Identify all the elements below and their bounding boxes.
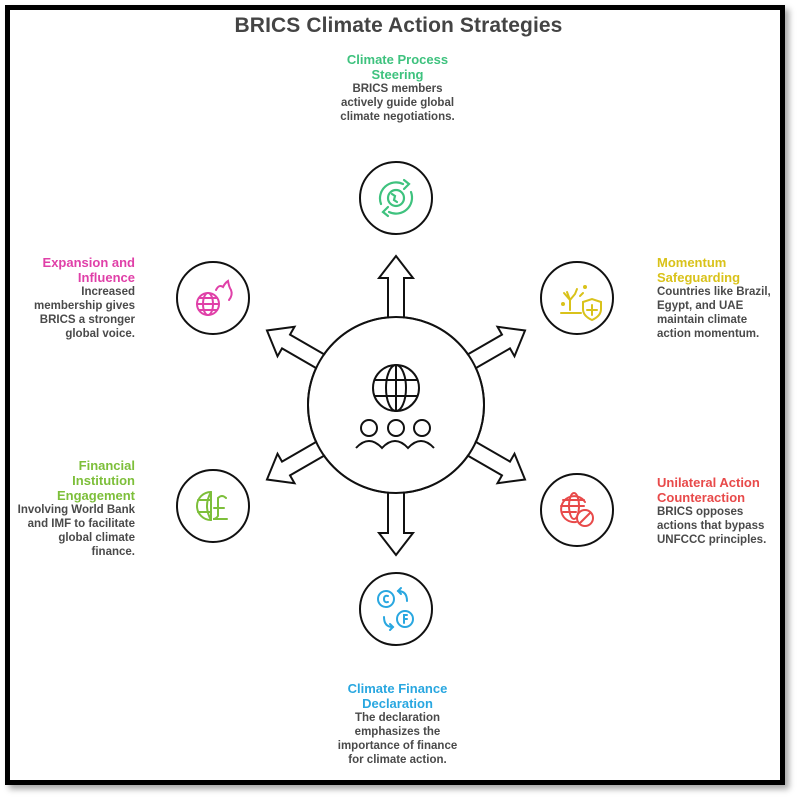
arrow-lower-left bbox=[265, 439, 328, 485]
page-title: BRICS Climate Action Strategies bbox=[234, 14, 563, 37]
tree-shield-icon bbox=[560, 285, 602, 322]
arrow-upper-right bbox=[464, 325, 527, 371]
node-circle-bottom bbox=[359, 572, 433, 646]
node-description: Egypt, and UAE bbox=[657, 300, 744, 312]
node-description: membership gives bbox=[34, 300, 135, 312]
node-description: Increased bbox=[81, 286, 135, 298]
node-heading: Safeguarding bbox=[657, 270, 741, 285]
node-heading: Influence bbox=[77, 270, 135, 285]
globe-fire-icon bbox=[196, 279, 233, 316]
arrow-up bbox=[376, 254, 416, 321]
arrow-upper-left bbox=[265, 325, 328, 371]
node-description: maintain climate bbox=[657, 314, 748, 326]
arrow-lower-right bbox=[464, 439, 527, 485]
node-description: Involving World Bank bbox=[17, 504, 135, 516]
node-heading: Climate Finance bbox=[347, 681, 448, 696]
node-description: BRICS opposes bbox=[657, 506, 744, 518]
node-description: emphasizes the bbox=[354, 726, 441, 738]
node-heading: Climate Process bbox=[346, 52, 449, 67]
node-description: and IMF to facilitate bbox=[27, 518, 135, 530]
node-heading: Institution bbox=[72, 473, 135, 488]
node-top-text: Climate Process Steering BRICS members a… bbox=[300, 52, 495, 124]
node-heading: Financial bbox=[78, 458, 135, 473]
node-lower-right-text: Unilateral Action Counteraction BRICS op… bbox=[657, 475, 782, 547]
arrow-down bbox=[376, 489, 416, 557]
node-description: actively guide global bbox=[340, 97, 455, 109]
globe-icon bbox=[372, 364, 420, 412]
node-heading: Momentum bbox=[657, 255, 727, 270]
node-description: finance. bbox=[91, 546, 135, 558]
node-description: global voice. bbox=[65, 328, 135, 340]
globe-pound-icon bbox=[196, 491, 228, 521]
node-heading: Steering bbox=[371, 67, 424, 82]
node-lower-left-text: Financial Institution Engagement Involvi… bbox=[8, 458, 135, 559]
node-description: The declaration bbox=[355, 712, 440, 724]
node-description: for climate action. bbox=[348, 754, 447, 766]
globe-cycle-icon bbox=[378, 178, 414, 218]
node-upper-right-text: Momentum Safeguarding Countries like Bra… bbox=[657, 255, 782, 341]
node-description: BRICS a stronger bbox=[39, 314, 135, 326]
node-heading: Expansion and bbox=[42, 255, 135, 270]
node-description: UNFCCC principles. bbox=[657, 534, 767, 546]
node-circle-lower-left bbox=[176, 469, 250, 543]
node-heading: Declaration bbox=[362, 696, 433, 711]
node-description: Countries like Brazil, bbox=[657, 286, 771, 298]
node-heading: Unilateral Action bbox=[657, 475, 760, 490]
node-circle-top bbox=[359, 161, 433, 235]
node-circle-lower-right bbox=[540, 473, 614, 547]
globe-prohibit-icon bbox=[560, 492, 594, 527]
node-description: actions that bypass bbox=[657, 520, 765, 532]
node-bottom-text: Climate Finance Declaration The declarat… bbox=[300, 681, 495, 767]
node-description: action momentum. bbox=[657, 328, 760, 340]
node-description: importance of finance bbox=[337, 740, 458, 752]
node-upper-left-text: Expansion and Influence Increased member… bbox=[10, 255, 135, 341]
node-description: BRICS members bbox=[352, 83, 443, 95]
temperature-exchange-icon bbox=[377, 587, 414, 631]
people-group-icon bbox=[355, 419, 435, 450]
node-heading: Engagement bbox=[56, 488, 135, 503]
node-heading: Counteraction bbox=[657, 490, 746, 505]
node-circle-upper-right bbox=[540, 261, 614, 335]
node-description: climate negotiations. bbox=[340, 111, 455, 123]
node-description: global climate bbox=[58, 532, 135, 544]
